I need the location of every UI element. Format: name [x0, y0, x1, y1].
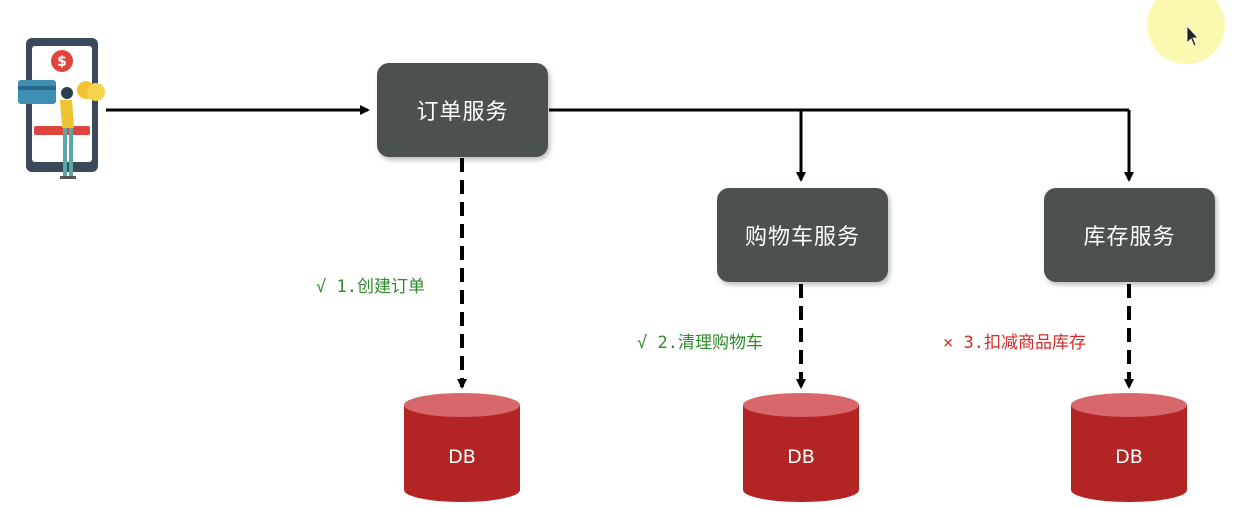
check-mark-icon: √ — [316, 277, 327, 297]
step-deduct-inventory: × 3.扣减商品库存 — [943, 328, 1086, 353]
step-text: 1.创建订单 — [336, 277, 425, 297]
step-text: 2.清理购物车 — [657, 333, 763, 353]
cross-mark-icon: × — [943, 333, 954, 353]
db-label-inventory: DB — [1115, 446, 1143, 468]
database-order — [404, 393, 520, 502]
step-clear-cart: √ 2.清理购物车 — [637, 328, 763, 353]
mouse-pointer-icon — [1186, 24, 1199, 47]
database-inventory — [1071, 393, 1187, 502]
db-label-cart: DB — [787, 446, 815, 468]
mobile-payment-user-icon: $ — [18, 38, 105, 179]
inventory-service-box[interactable]: 库存服务 — [1044, 188, 1215, 282]
svg-text:$: $ — [57, 54, 67, 70]
order-service-box[interactable]: 订单服务 — [377, 63, 548, 157]
inventory-service-label: 库存服务 — [1083, 225, 1176, 250]
cart-service-label: 购物车服务 — [744, 225, 860, 250]
step-text: 3.扣减商品库存 — [963, 333, 1086, 353]
step-create-order: √ 1.创建订单 — [316, 272, 425, 297]
order-service-label: 订单服务 — [416, 100, 509, 125]
database-cart — [743, 393, 859, 502]
check-mark-icon: √ — [637, 333, 648, 353]
cart-service-box[interactable]: 购物车服务 — [717, 188, 888, 282]
cursor-highlight — [1147, 0, 1225, 64]
db-label-order: DB — [448, 446, 476, 468]
